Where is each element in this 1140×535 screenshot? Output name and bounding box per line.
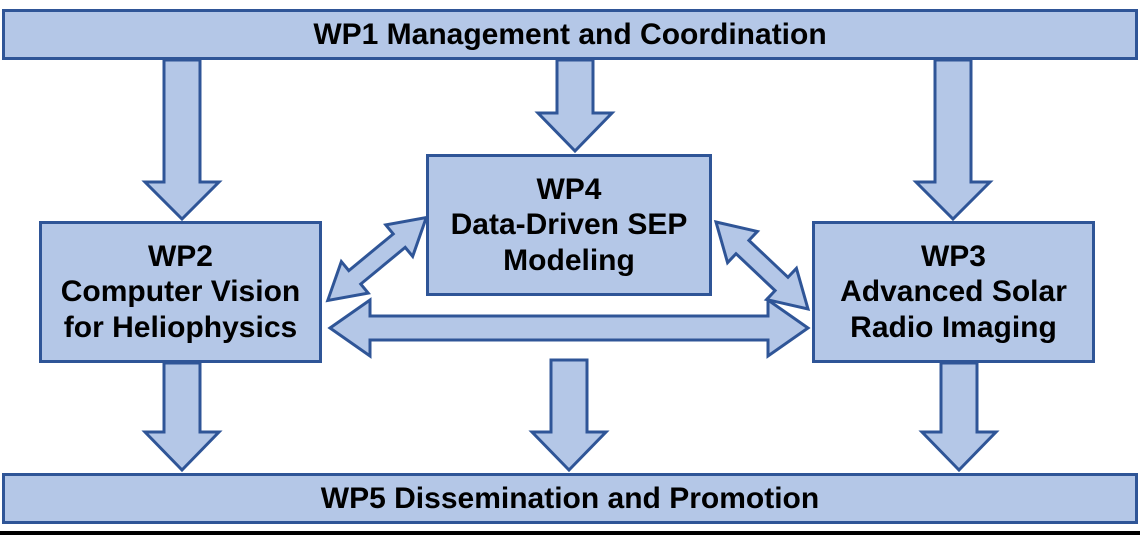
wp1-label: WP1 Management and Coordination <box>313 17 827 51</box>
arrow-wp2-to-wp5 <box>141 361 223 473</box>
wp4-line3: Modeling <box>503 243 635 277</box>
wp3-box: WP3 Advanced Solar Radio Imaging <box>812 221 1095 363</box>
wp5-label: WP5 Dissemination and Promotion <box>320 481 820 515</box>
wp1-box: WP1 Management and Coordination <box>2 9 1138 60</box>
wp4-line1: WP4 <box>536 172 602 206</box>
arrow-wp2-wp4-double <box>325 215 429 303</box>
arrow-wp1-to-wp2 <box>141 58 223 222</box>
wp2-line2: Computer Vision <box>60 275 301 309</box>
wp2-line1: WP2 <box>147 239 213 273</box>
wp3-line3: Radio Imaging <box>850 310 1057 344</box>
arrow-wp2-wp3-double <box>327 297 811 359</box>
wp2-box: WP2 Computer Vision for Heliophysics <box>39 221 322 363</box>
wp3-line2: Advanced Solar <box>840 275 1067 309</box>
arrow-wp1-to-wp4 <box>534 58 616 154</box>
arrow-center-to-wp5 <box>528 358 610 473</box>
arrow-wp1-to-wp3 <box>912 58 994 222</box>
wp4-box: WP4 Data-Driven SEP Modeling <box>426 154 712 296</box>
bottom-border-line <box>0 531 1140 535</box>
arrow-wp3-to-wp5 <box>918 361 1000 473</box>
wp2-line3: for Heliophysics <box>63 310 298 344</box>
wp5-box: WP5 Dissemination and Promotion <box>2 473 1138 524</box>
wp4-line2: Data-Driven SEP <box>450 208 688 242</box>
arrow-wp4-wp3-double <box>713 219 811 312</box>
wp3-line1: WP3 <box>920 239 986 273</box>
